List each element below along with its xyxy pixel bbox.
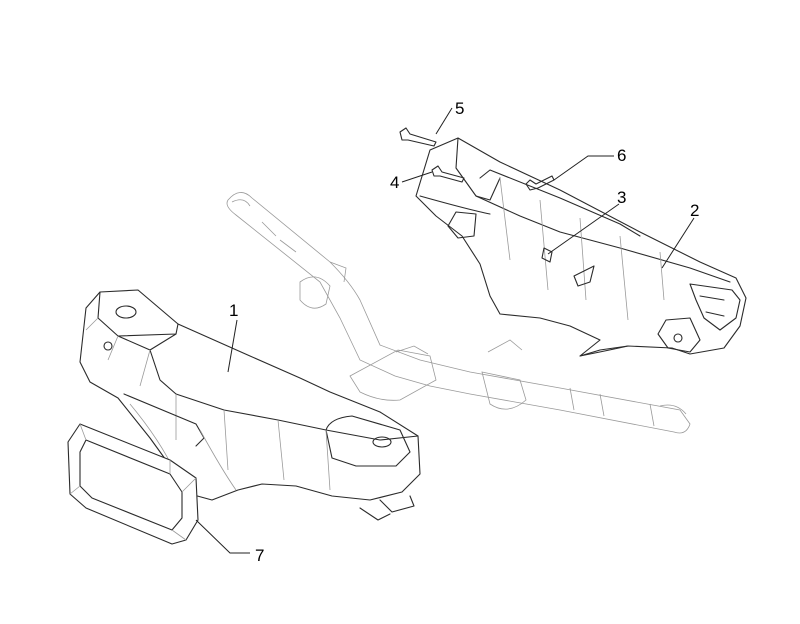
callout-part-2: 2: [690, 201, 700, 220]
callout-part-7: 7: [255, 546, 265, 565]
part-1-front-cover: [79, 289, 421, 521]
screws: [399, 127, 555, 191]
part-2-rear-cover: [415, 137, 747, 357]
callout-part-5: 5: [455, 99, 465, 118]
callout-part-3: 3: [617, 188, 627, 207]
part-7-lens-frame: [67, 423, 199, 545]
callout-part-1: 1: [229, 301, 239, 320]
callout-part-4: 4: [390, 173, 400, 192]
screw-5-icon: [399, 127, 437, 147]
screw-6-icon: [525, 175, 555, 191]
screw-4-icon: [431, 165, 465, 183]
callout-part-6: 6: [617, 146, 627, 165]
leader-lines: [195, 107, 695, 554]
handlebar-assembly: [226, 192, 691, 434]
